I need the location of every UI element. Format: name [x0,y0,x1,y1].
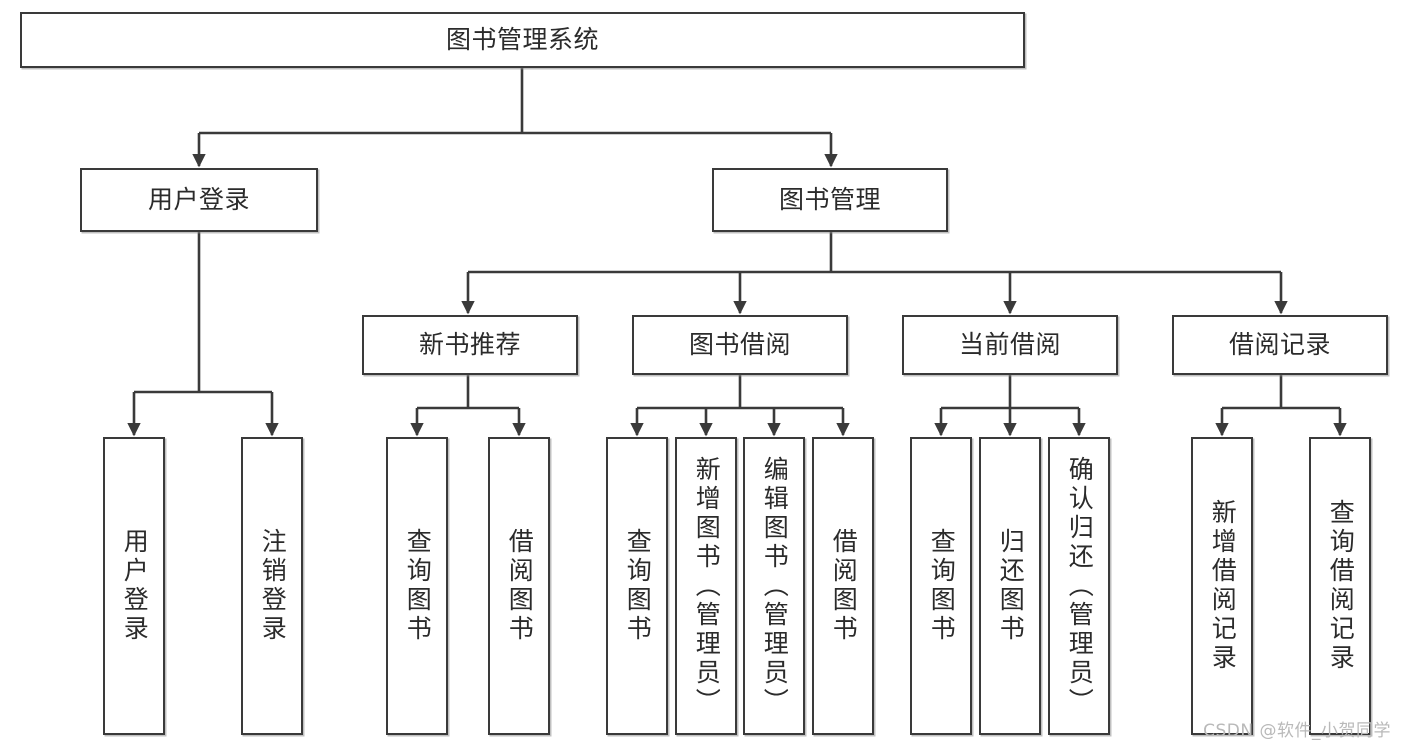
node-user-login[interactable]: 用户登录 [80,168,318,232]
leaf-book-borrow-query[interactable]: 查询图书 [606,437,668,735]
node-new-book-recommend[interactable]: 新书推荐 [362,315,578,375]
node-borrow-record[interactable]: 借阅记录 [1172,315,1388,375]
leaf-new-book-query[interactable]: 查询图书 [386,437,448,735]
leaf-label: 编辑图书（管理员） [760,455,790,717]
node-user-login-label: 用户登录 [147,185,250,215]
leaf-label: 用户登录 [120,528,150,644]
leaf-new-book-borrow[interactable]: 借阅图书 [488,437,550,735]
node-book-borrow-label: 图书借阅 [688,330,791,360]
node-current-borrow-label: 当前借阅 [958,330,1061,360]
node-new-book-recommend-label: 新书推荐 [418,330,521,360]
csdn-watermark: CSDN @软件_小贺同学 [1203,721,1391,741]
node-book-management-label: 图书管理 [778,185,881,215]
leaf-label: 借阅图书 [505,528,535,644]
leaf-label: 查询图书 [927,528,957,644]
leaf-borrow-record-query[interactable]: 查询借阅记录 [1309,437,1371,735]
leaf-label: 注销登录 [258,528,288,644]
leaf-book-borrow-add[interactable]: 新增图书（管理员） [675,437,737,735]
node-book-borrow[interactable]: 图书借阅 [632,315,848,375]
leaf-book-borrow-edit[interactable]: 编辑图书（管理员） [743,437,805,735]
leaf-label: 新增图书（管理员） [692,455,722,717]
leaf-user-login-logout[interactable]: 注销登录 [241,437,303,735]
leaf-label: 确认归还（管理员） [1065,455,1095,717]
leaf-current-borrow-return[interactable]: 归还图书 [979,437,1041,735]
leaf-label: 归还图书 [996,528,1026,644]
leaf-current-borrow-confirm-return[interactable]: 确认归还（管理员） [1048,437,1110,735]
node-root[interactable]: 图书管理系统 [20,12,1025,68]
node-borrow-record-label: 借阅记录 [1228,330,1331,360]
node-current-borrow[interactable]: 当前借阅 [902,315,1118,375]
leaf-label: 新增借阅记录 [1208,499,1238,673]
leaf-user-login-login[interactable]: 用户登录 [103,437,165,735]
leaf-borrow-record-add[interactable]: 新增借阅记录 [1191,437,1253,735]
leaf-current-borrow-query[interactable]: 查询图书 [910,437,972,735]
leaf-book-borrow-borrow[interactable]: 借阅图书 [812,437,874,735]
leaf-label: 查询借阅记录 [1326,499,1356,673]
node-root-label: 图书管理系统 [445,25,599,55]
leaf-label: 借阅图书 [829,528,859,644]
leaf-label: 查询图书 [623,528,653,644]
leaf-label: 查询图书 [403,528,433,644]
node-book-management[interactable]: 图书管理 [712,168,948,232]
